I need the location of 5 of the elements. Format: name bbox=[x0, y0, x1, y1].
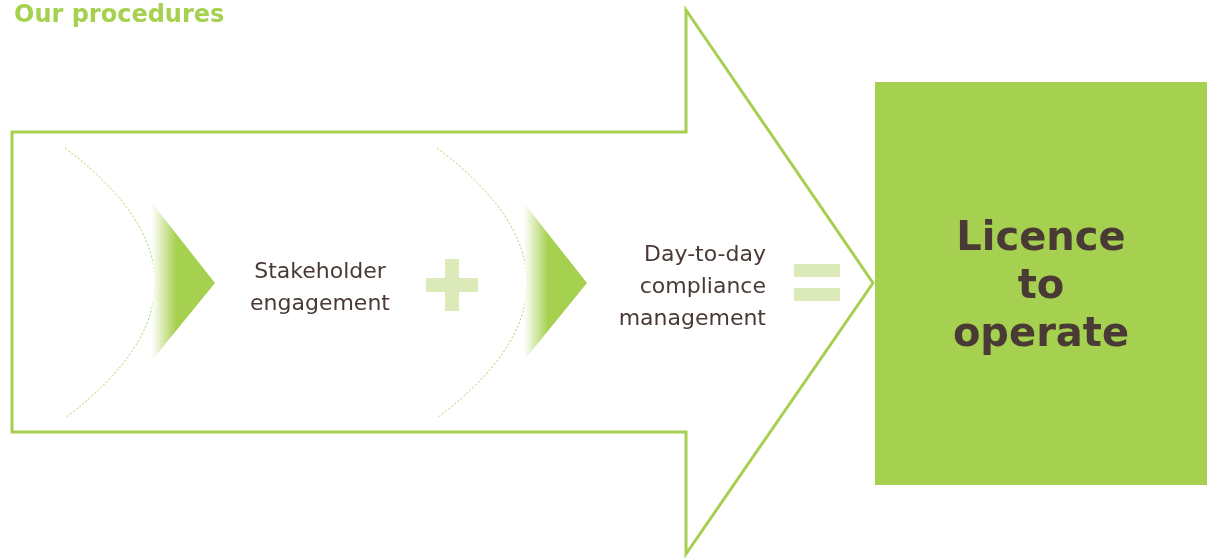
result-text: Licence to operate bbox=[951, 211, 1131, 356]
step-label: Stakeholder engagement bbox=[230, 255, 410, 321]
result-box bbox=[875, 82, 1207, 485]
step-label: Day-to-day compliance management bbox=[590, 238, 766, 336]
title: Our procedures bbox=[14, 0, 225, 28]
